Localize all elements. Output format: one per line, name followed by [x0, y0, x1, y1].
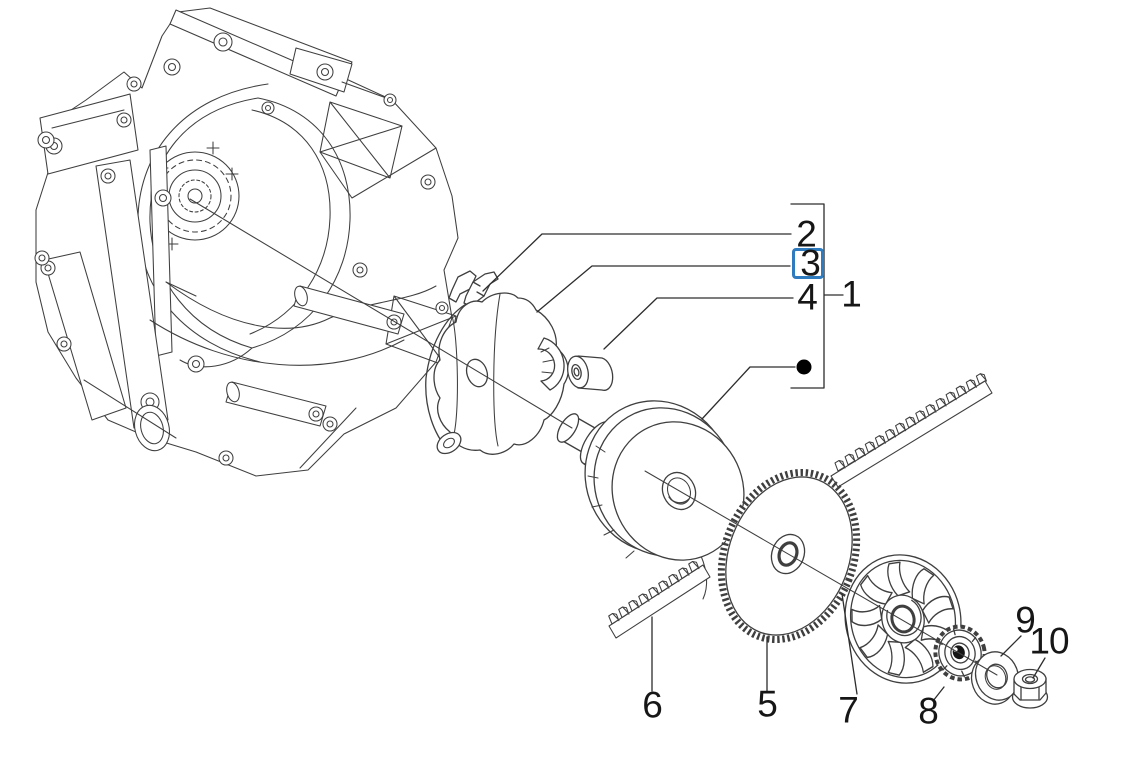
starter-ring-gear-disc [717, 468, 861, 644]
callout-3[interactable]: 3 [800, 242, 821, 284]
callout-1-bullet [796, 359, 812, 375]
variator-ramp-plate [425, 292, 569, 455]
slider-guide-piece [448, 270, 499, 307]
assembly-axis-line [189, 198, 998, 676]
washer [970, 651, 1020, 705]
callout-1[interactable]: 1 [841, 273, 862, 315]
drive-belt-upper-segment [830, 371, 993, 488]
callout-5[interactable]: 5 [757, 683, 778, 725]
flange-nut [1011, 668, 1049, 709]
callout-8[interactable]: 8 [918, 690, 939, 732]
spacer-bushing [567, 355, 614, 391]
callout-6[interactable]: 6 [642, 684, 663, 726]
fan-pulley-half [844, 554, 962, 684]
callout-4[interactable]: 4 [797, 276, 818, 318]
callout-3-highlight-box [792, 248, 824, 279]
drive-belt-lower-segment [606, 555, 711, 639]
callout-7[interactable]: 7 [838, 689, 859, 731]
callout-leader-lines [482, 203, 1046, 702]
callout-9[interactable]: 9 [1015, 599, 1036, 641]
callout-10[interactable]: 10 [1029, 620, 1069, 662]
callout-2[interactable]: 2 [796, 213, 817, 255]
engine-crankcase-drawing [34, 7, 459, 477]
